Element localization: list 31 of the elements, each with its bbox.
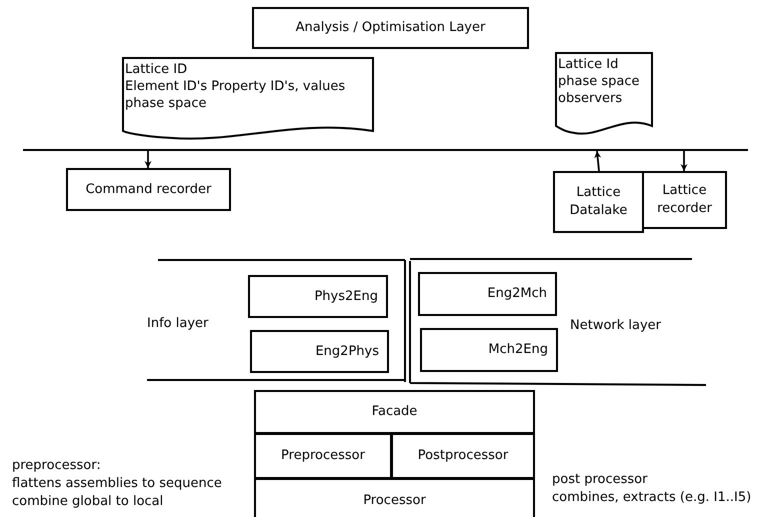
document-shape: [122, 57, 374, 141]
document-shape: [555, 52, 653, 136]
document-text: phase space: [125, 95, 208, 112]
document-text: Lattice Id: [558, 56, 620, 73]
arrow: [680, 151, 688, 171]
process-box: Preprocessor: [254, 433, 392, 479]
text-label: combines, extracts (e.g. I1..I5): [552, 489, 752, 506]
process-box: Mch2Eng: [420, 328, 558, 372]
process-box: Eng2Mch: [418, 272, 557, 316]
document-text: Element ID's Property ID's, values: [125, 78, 346, 95]
text-label: preprocessor:: [12, 457, 101, 474]
process-box: Command recorder: [66, 168, 231, 211]
process-box: Lattice Datalake: [553, 171, 644, 233]
arrow: [144, 151, 152, 168]
process-box: Lattice recorder: [642, 171, 727, 229]
text-label: Network layer: [570, 317, 662, 334]
process-box: Eng2Phys: [250, 330, 389, 373]
document-text: phase space: [558, 73, 640, 90]
layer-box: Analysis / Optimisation Layer: [252, 7, 529, 49]
document-text: observers: [558, 90, 624, 107]
process-box: Facade: [254, 390, 535, 434]
process-box: Postprocessor: [391, 433, 535, 479]
text-label: flattens assemblies to sequence: [12, 475, 222, 492]
text-label: post processor: [552, 471, 648, 488]
text-label: combine global to local: [12, 493, 164, 510]
text-label: Info layer: [147, 315, 208, 332]
process-box: Processor: [254, 478, 535, 517]
bus-line: [23, 149, 748, 151]
document-text: Lattice ID: [125, 61, 188, 78]
arrow: [594, 150, 602, 172]
process-box: Phys2Eng: [248, 275, 388, 318]
